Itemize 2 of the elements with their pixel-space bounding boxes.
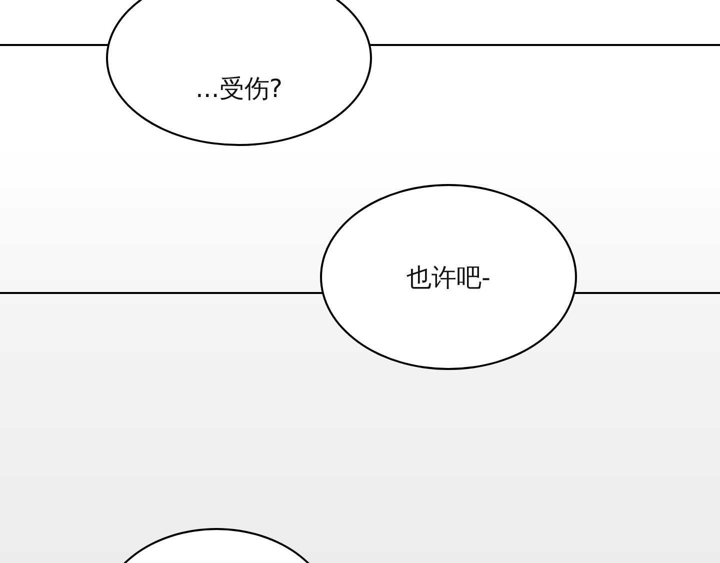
speech-text: 也许吧- xyxy=(406,262,491,294)
speech-text: ...受伤? xyxy=(195,72,283,104)
